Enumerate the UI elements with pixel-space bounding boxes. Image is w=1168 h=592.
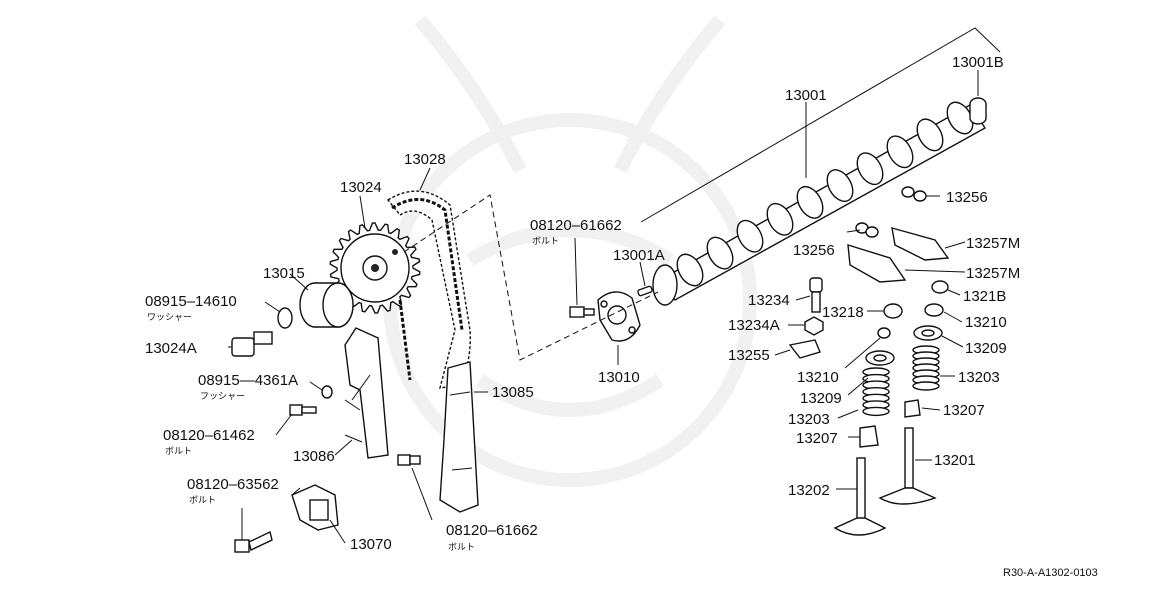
bolt-08120-61662-top <box>569 306 595 318</box>
label-13203-b: 13203 <box>788 411 830 428</box>
valve-seal-13207-a <box>904 399 921 418</box>
guide-13255 <box>788 339 821 359</box>
spring-retainer-13209-a <box>913 325 943 341</box>
valve-cotter-13256-a <box>901 186 927 202</box>
label-13207-a: 13207 <box>943 402 985 419</box>
label-13203-a: 13203 <box>958 369 1000 386</box>
sublabel-washer-14610: ワッシャー <box>147 313 192 323</box>
label-13257M-a: 13257M <box>966 235 1020 252</box>
label-13234A: 13234A <box>728 317 780 334</box>
cam-lobe <box>826 169 854 203</box>
sublabel-bolt-61462: ボルト <box>165 446 192 457</box>
bolt-13024A <box>231 331 273 357</box>
rocker-arm-13257M-b <box>847 244 907 283</box>
valve-13201 <box>878 427 937 505</box>
cam-lobe <box>706 236 734 270</box>
chain-tensioner-13085 <box>439 361 479 513</box>
valve-seal-13207-b <box>859 425 879 448</box>
spring-seat-13210-b <box>877 327 891 339</box>
label-13209-a: 13209 <box>965 340 1007 357</box>
valve-spring-13203-b <box>862 367 890 417</box>
tensioner-13070 <box>291 484 339 531</box>
bolt-08120-63562 <box>234 531 273 553</box>
label-13001B: 13001B <box>952 54 1004 71</box>
valve-spring-13203-a <box>912 345 940 391</box>
label-13015: 13015 <box>263 265 305 282</box>
label-13234: 13234 <box>748 292 790 309</box>
cam-lobe <box>886 135 914 169</box>
label-13086: 13086 <box>293 448 335 465</box>
label-13255: 13255 <box>728 347 770 364</box>
label-13210-b: 13210 <box>797 369 839 386</box>
camshaft-sprocket-13024 <box>329 222 421 314</box>
rocker-arm-13257M-a <box>891 227 950 261</box>
spacer-13015 <box>299 282 354 328</box>
leader-lines <box>228 27 1001 544</box>
timing-chain-13028 <box>386 190 471 389</box>
label-13001A: 13001A <box>613 247 665 264</box>
sublabel-bolt-bottom: ボルト <box>448 542 475 553</box>
pivot-13218 <box>883 303 903 319</box>
adjust-screw-13234 <box>809 277 823 313</box>
cam-lobe <box>856 152 884 186</box>
chain-guide-13086 <box>344 327 389 459</box>
spring-seat-13210-a <box>924 303 944 317</box>
label-13209-b: 13209 <box>800 390 842 407</box>
label-13218: 13218 <box>822 304 864 321</box>
label-13024A: 13024A <box>145 340 197 357</box>
cam-lobe <box>796 185 824 219</box>
valve-cotter-13256-b <box>855 222 879 238</box>
valve-13202 <box>833 457 887 536</box>
sublabel-washer-4361A: フッシャー <box>200 392 245 402</box>
label-08120-61462: 08120–61462 <box>163 427 255 444</box>
label-13210-a: 13210 <box>965 314 1007 331</box>
sublabel-bolt-top: ボルト <box>532 236 559 247</box>
spring-coil <box>862 406 890 417</box>
label-08120-63562: 08120–63562 <box>187 476 279 493</box>
camshaft-13001 <box>652 101 986 306</box>
dowel-13001A <box>637 285 653 297</box>
cam-lobe <box>766 202 794 236</box>
label-13028: 13028 <box>404 151 446 168</box>
spring-coil <box>912 381 940 391</box>
pivot-1321B <box>931 280 949 294</box>
label-1321B: 1321B <box>963 288 1006 305</box>
thrust-plate-13010 <box>597 291 641 342</box>
cam-lobe <box>916 118 944 152</box>
label-13010: 13010 <box>598 369 640 386</box>
label-13257M-b: 13257M <box>966 265 1020 282</box>
washer-08915-14610 <box>277 307 293 329</box>
sublabel-bolt-63562: ボルト <box>189 495 216 506</box>
bolt-08120-61462 <box>289 404 317 416</box>
label-13024: 13024 <box>340 179 382 196</box>
label-13207-b: 13207 <box>796 430 838 447</box>
label-08915-14610: 08915–14610 <box>145 293 237 310</box>
label-13256-a: 13256 <box>946 189 988 206</box>
label-08120-61662-bottom: 08120–61662 <box>446 522 538 539</box>
lock-nut-13234A <box>804 316 824 336</box>
label-08915-4361A: 08915—4361A <box>198 372 298 389</box>
part-labels: 13001B 13001 13028 13024 08120–61662 ボルト… <box>145 54 1020 553</box>
cam-lobe <box>676 253 704 287</box>
label-13085: 13085 <box>492 384 534 401</box>
bolt-08120-61662-bottom <box>397 454 421 466</box>
label-13202: 13202 <box>788 482 830 499</box>
label-13256-b: 13256 <box>793 242 835 259</box>
cam-lobe <box>736 219 764 253</box>
washer-08915-4361A <box>321 385 333 399</box>
spring-retainer-13209-b <box>865 350 895 366</box>
plug-13001B <box>969 97 987 125</box>
diagram-reference-code: R30-A-A1302-0103 <box>1003 567 1098 579</box>
label-13201: 13201 <box>934 452 976 469</box>
label-13001: 13001 <box>785 87 827 104</box>
label-13070: 13070 <box>350 536 392 553</box>
label-08120-61662-top: 08120–61662 <box>530 217 622 234</box>
